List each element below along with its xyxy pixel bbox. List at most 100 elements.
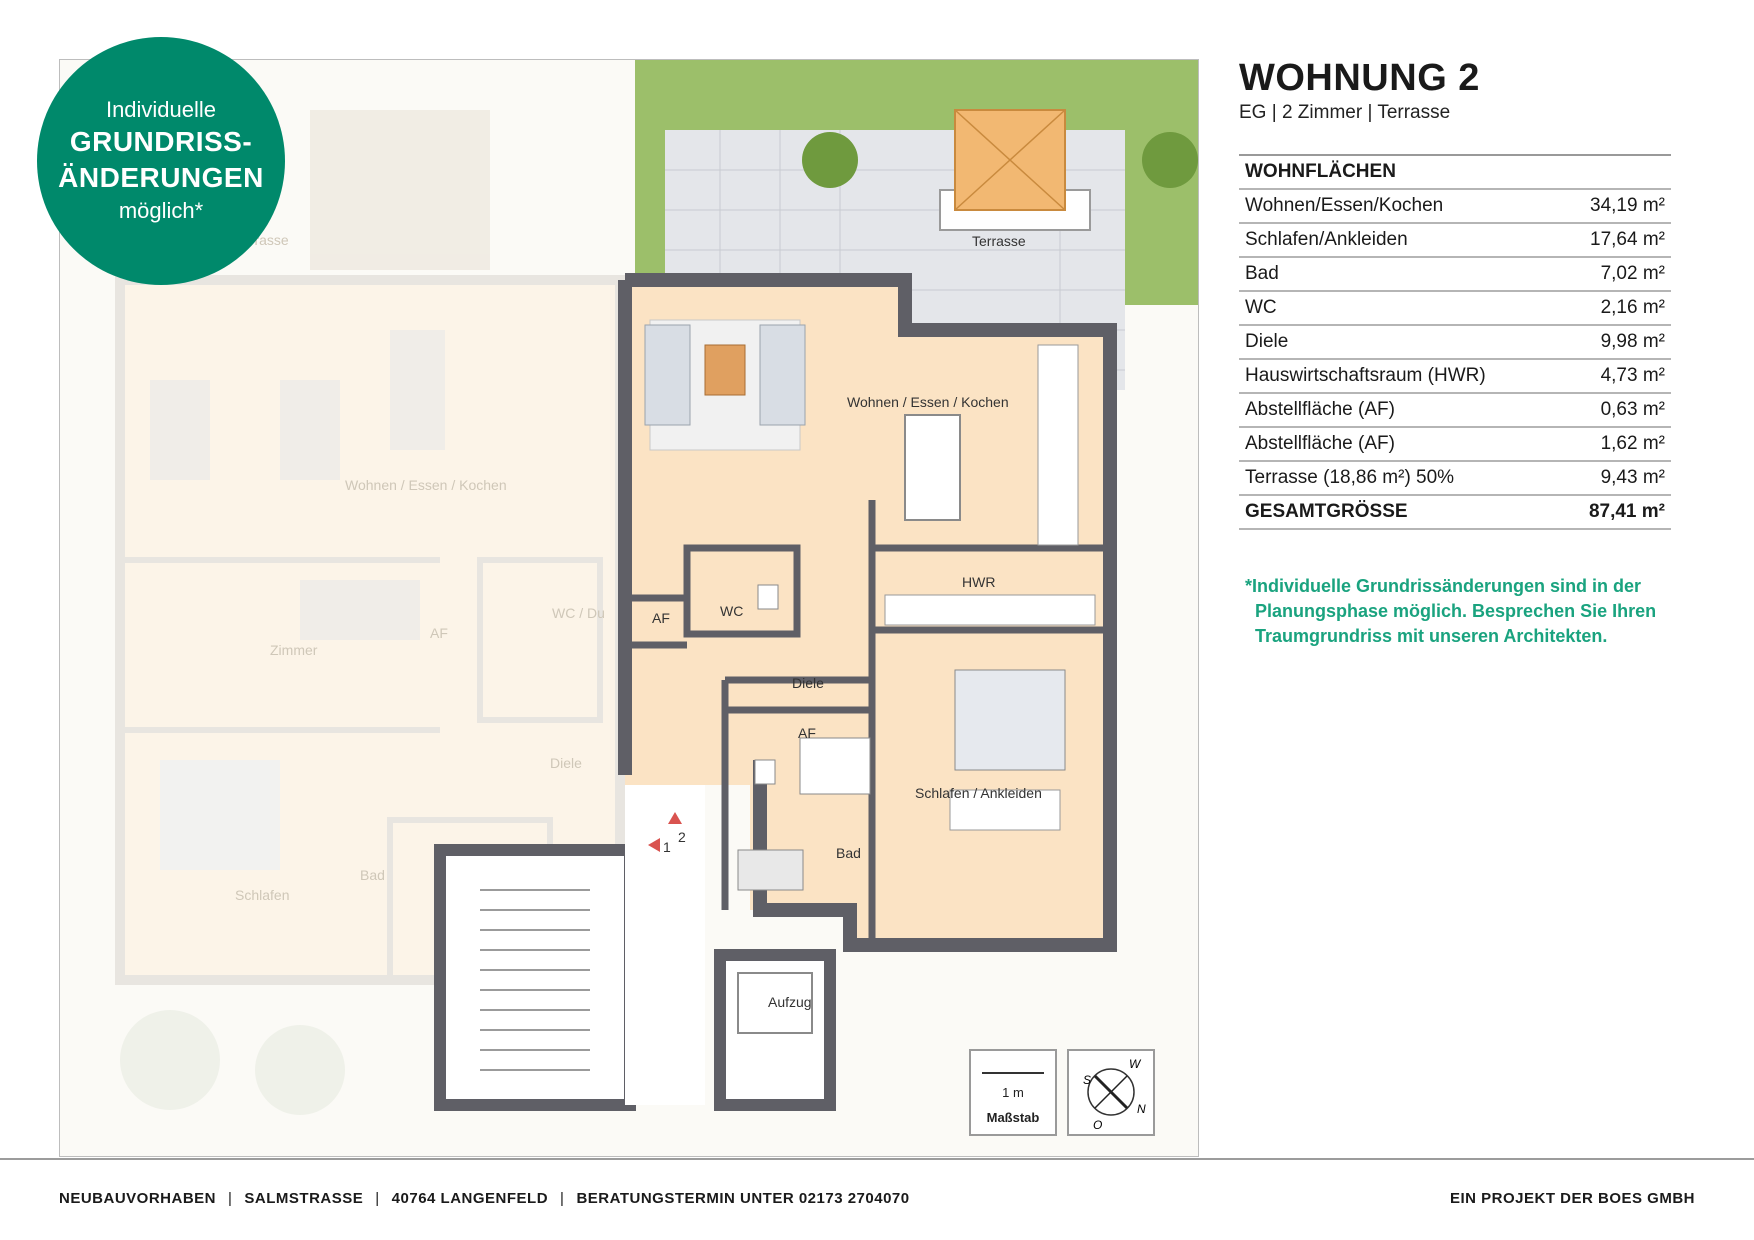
footer-developer: EIN PROJEKT DER BOES GMBH	[1449, 1190, 1695, 1207]
scale-box	[969, 1049, 1057, 1136]
footer-separator: |	[560, 1190, 565, 1207]
outer-wall	[625, 273, 1117, 952]
area-label: Bad	[1245, 263, 1279, 284]
area-label: Abstellfläche (AF)	[1245, 399, 1395, 420]
label-schlafen: Schlafen / Ankleiden	[915, 785, 1042, 801]
area-value: 4,73 m²	[1600, 365, 1665, 386]
entrance-hall	[625, 785, 705, 1105]
area-row: WC 2,16 m²	[1239, 292, 1671, 326]
inner-walls	[625, 500, 1110, 940]
sofa	[759, 324, 806, 426]
area-label: Schlafen/Ankleiden	[1245, 229, 1408, 250]
area-table-heading: WOHNFLÄCHEN	[1239, 156, 1671, 190]
area-row: Wohnen/Essen/Kochen 34,19 m²	[1239, 190, 1671, 224]
area-label: Terrasse (18,86 m²) 50%	[1245, 467, 1455, 488]
compass-o: O	[1093, 1118, 1102, 1132]
area-row: Diele 9,98 m²	[1239, 326, 1671, 360]
apartment-title: WOHNUNG 2	[1239, 57, 1480, 99]
customization-badge: Individuelle GRUNDRISS- ÄNDERUNGEN mögli…	[37, 37, 285, 285]
footer-divider	[0, 1158, 1754, 1160]
area-value: 9,98 m²	[1600, 331, 1665, 352]
stairs	[480, 889, 590, 1071]
kitchen-counter	[1037, 344, 1079, 546]
footer-separator: |	[228, 1190, 233, 1207]
coffee-table	[704, 344, 746, 396]
area-label: Diele	[1245, 331, 1289, 352]
note-line-1: *Individuelle Grundrissänderungen sind i…	[1245, 576, 1642, 596]
entry-arrow-2	[668, 812, 682, 824]
compass-w: W	[1129, 1057, 1142, 1071]
entry-arrow-1	[648, 838, 660, 852]
badge-line-1: Individuelle	[105, 97, 217, 122]
wardrobe	[949, 789, 1061, 831]
entry-number-2: 2	[678, 829, 686, 845]
washbasin	[737, 849, 804, 891]
hwr-counter	[884, 594, 1096, 626]
area-value: 0,63 m²	[1600, 399, 1665, 420]
area-value: 17,64 m²	[1590, 229, 1665, 250]
note-line-2: Planungsphase möglich. Besprechen Sie Ih…	[1255, 601, 1657, 621]
faded-label-wcdu: WC / Du	[552, 605, 605, 621]
total-label: GESAMTGRÖSSE	[1245, 501, 1408, 522]
dining-table	[904, 414, 961, 521]
label-terrasse: Terrasse	[972, 233, 1026, 249]
area-value: 1,62 m²	[1600, 433, 1665, 454]
footer-separator: |	[375, 1190, 380, 1207]
compass-icon	[1087, 1068, 1135, 1116]
sofa	[644, 324, 691, 426]
note-line-3: Traumgrundriss mit unseren Architekten.	[1255, 626, 1608, 646]
faded-label-zimmer: Zimmer	[270, 642, 318, 658]
entry-number-1: 1	[663, 839, 671, 855]
toilet	[757, 584, 779, 610]
label-wc: WC	[720, 603, 743, 619]
label-af1: AF	[652, 610, 670, 626]
toilet	[754, 759, 776, 785]
area-heading-text: WOHNFLÄCHEN	[1245, 161, 1396, 182]
apartment-subtitle: EG | 2 Zimmer | Terrasse	[1239, 102, 1451, 123]
compass-s: S	[1083, 1073, 1091, 1087]
area-row: Bad 7,02 m²	[1239, 258, 1671, 292]
floor-plan-drawing: Wohnen / Essen / Kochen Zimmer AF WC / D…	[115, 60, 1198, 1136]
label-wohnen: Wohnen / Essen / Kochen	[847, 394, 1009, 410]
area-value: 2,16 m²	[1600, 297, 1665, 318]
area-row: Hauswirtschaftsraum (HWR) 4,73 m²	[1239, 360, 1671, 394]
bathtub	[799, 737, 871, 795]
faded-label-bad: Bad	[360, 867, 385, 883]
area-label: Wohnen/Essen/Kochen	[1245, 195, 1444, 216]
footer-street: SALMSTRASSE	[244, 1190, 364, 1207]
shrub	[802, 132, 858, 188]
compass-n: N	[1137, 1102, 1146, 1116]
info-panel: WOHNUNG 2 EG | 2 Zimmer | Terrasse WOHNF…	[1239, 56, 1671, 649]
area-row: Schlafen/Ankleiden 17,64 m²	[1239, 224, 1671, 258]
label-hwr: HWR	[962, 574, 995, 590]
label-bad: Bad	[836, 845, 861, 861]
area-label: WC	[1245, 297, 1277, 318]
area-row: Abstellfläche (AF) 0,63 m²	[1239, 394, 1671, 428]
area-label: Abstellfläche (AF)	[1245, 433, 1395, 454]
area-row: Terrasse (18,86 m²) 50% 9,43 m²	[1239, 462, 1671, 496]
area-row: Abstellfläche (AF) 1,62 m²	[1239, 428, 1671, 462]
area-label: Hauswirtschaftsraum (HWR)	[1245, 365, 1486, 386]
bed	[954, 669, 1066, 771]
faded-label-schlafen: Schlafen	[235, 887, 289, 903]
badge-line-2: GRUNDRISS-	[69, 126, 253, 157]
scale-label: Maßstab	[987, 1110, 1040, 1125]
area-value: 7,02 m²	[1600, 263, 1665, 284]
footer-contact: NEUBAUVORHABEN | SALMSTRASSE | 40764 LAN…	[59, 1190, 910, 1207]
faded-label-diele: Diele	[550, 755, 582, 771]
label-af2: AF	[798, 725, 816, 741]
footer-project: NEUBAUVORHABEN	[59, 1190, 217, 1207]
scale-length: 1 m	[1002, 1085, 1024, 1100]
area-total-row: GESAMTGRÖSSE 87,41 m²	[1239, 496, 1671, 530]
area-value: 34,19 m²	[1590, 195, 1665, 216]
area-value: 9,43 m²	[1600, 467, 1665, 488]
label-aufzug: Aufzug	[768, 994, 812, 1010]
total-value: 87,41 m²	[1588, 501, 1665, 522]
footer-city: 40764 LANGENFELD	[391, 1190, 549, 1207]
shrub	[1142, 132, 1198, 188]
compass-box	[1067, 1049, 1155, 1136]
footer-phone: BERATUNGSTERMIN UNTER 02173 2704070	[576, 1190, 910, 1207]
customization-note: *Individuelle Grundrissänderungen sind i…	[1239, 574, 1671, 649]
floor-plan: Wohnen / Essen / Kochen Zimmer AF WC / D…	[59, 59, 1199, 1157]
